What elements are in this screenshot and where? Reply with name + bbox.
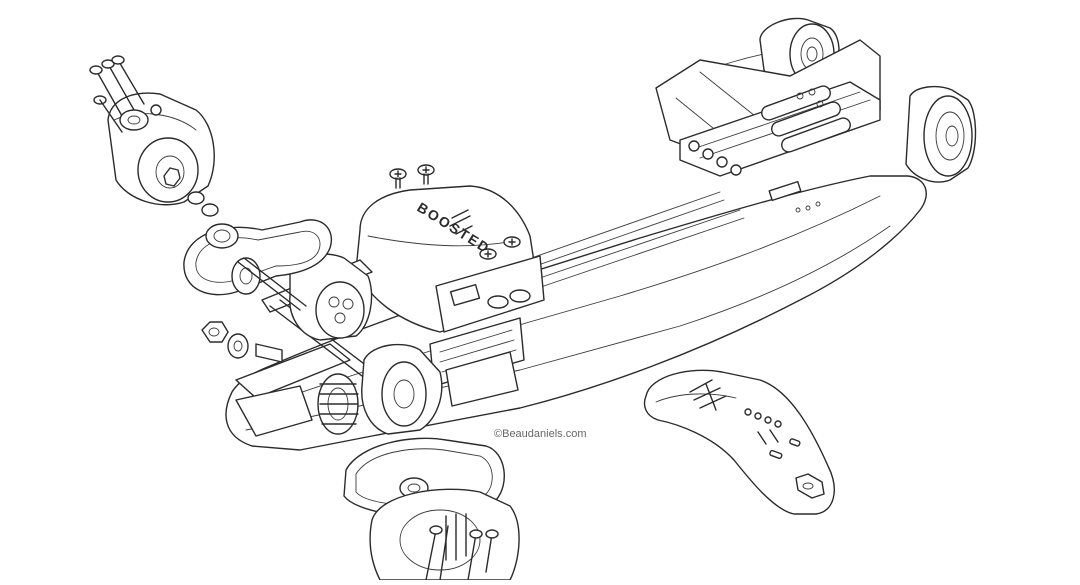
axle-nut — [201, 321, 229, 343]
wheel-bolts-lower — [425, 525, 499, 581]
washer — [227, 333, 249, 359]
motor-left — [289, 253, 373, 341]
front-wheel-right — [905, 85, 977, 183]
esc-enclosure: BOOSTED — [355, 185, 545, 333]
spacer — [255, 343, 283, 363]
motor-right — [361, 343, 443, 435]
rear-wheel-lower — [369, 488, 520, 581]
remote-control — [643, 369, 835, 515]
pulley-lower — [317, 373, 359, 435]
battery-pack — [679, 81, 881, 177]
bearing-upper — [187, 191, 219, 217]
wheel-bolts-upper — [89, 55, 162, 133]
mounting-screws — [389, 164, 521, 260]
watermark: ©Beaudaniels.com — [494, 428, 587, 440]
pulley-upper — [205, 223, 307, 311]
